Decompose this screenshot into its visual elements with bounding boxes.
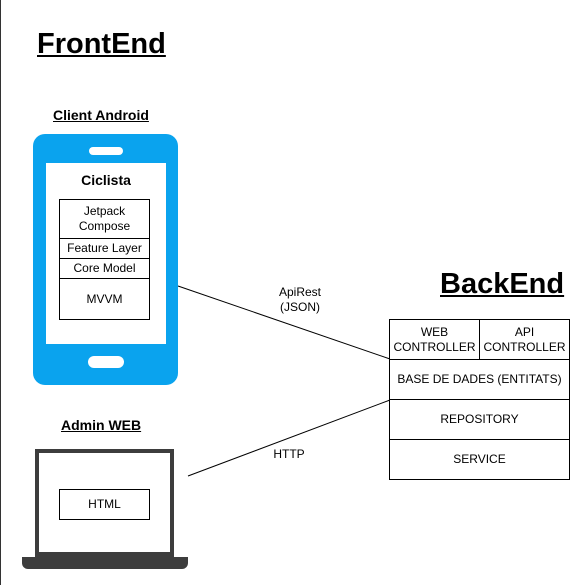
database-box: BASE DE DADES (ENTITATS): [389, 359, 570, 400]
layer-jetpack-compose: Jetpack Compose: [59, 199, 150, 239]
phone-home-button: [88, 356, 124, 368]
api-controller-box: API CONTROLLER: [479, 319, 570, 360]
laptop-base: [22, 557, 188, 569]
web-controller-box: WEB CONTROLLER: [389, 319, 480, 360]
layer-html: HTML: [59, 489, 150, 520]
backend-title: BackEnd: [440, 268, 565, 300]
http-connection-label: HTTP: [273, 447, 305, 461]
http-connector: [187, 399, 391, 477]
layer-feature: Feature Layer: [59, 238, 150, 259]
repository-box: REPOSITORY: [389, 399, 570, 440]
layer-mvvm: MVVM: [59, 278, 150, 320]
api-connector: [177, 285, 391, 360]
frame-border: [0, 0, 1, 585]
web-title: Admin WEB: [61, 417, 142, 433]
api-connection-label: ApiRest (JSON): [278, 285, 322, 314]
screen-title: Ciclista: [81, 172, 131, 188]
phone-speaker: [89, 147, 123, 155]
service-box: SERVICE: [389, 439, 570, 480]
frontend-title: FrontEnd: [37, 28, 166, 60]
android-title: Client Android: [53, 107, 149, 123]
layer-core-model: Core Model: [59, 258, 150, 279]
